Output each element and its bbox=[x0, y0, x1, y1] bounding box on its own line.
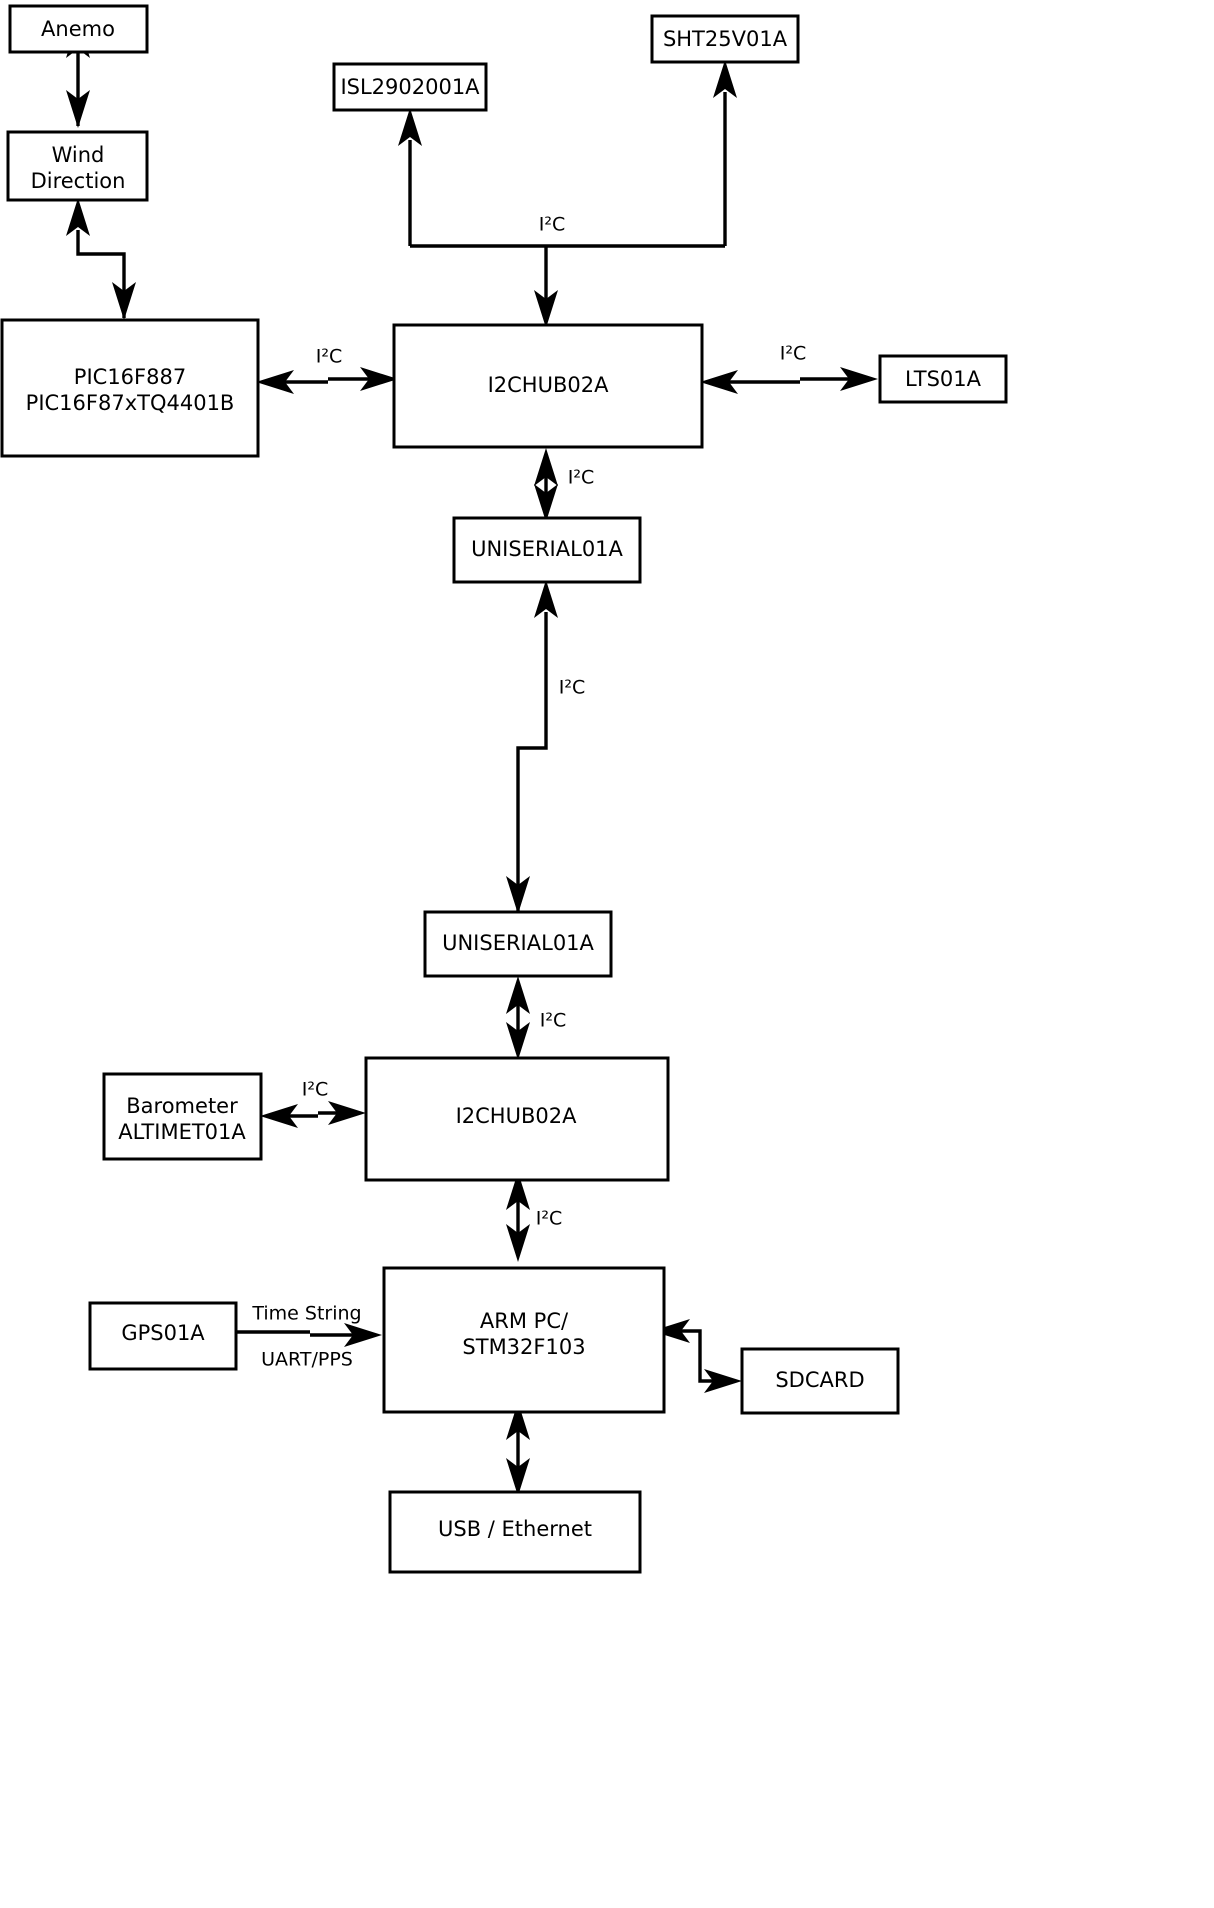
edge-gps-arm bbox=[236, 1323, 382, 1347]
node-uniserial01a-bottom-label: UNISERIAL01A bbox=[442, 931, 594, 955]
node-barometer-label-line1: Barometer bbox=[126, 1094, 238, 1118]
node-isl2902001a-label: ISL2902001A bbox=[340, 75, 480, 99]
edge-label-hub-arm: I²C bbox=[536, 1208, 563, 1230]
node-sht25v01a[interactable]: SHT25V01A bbox=[650, 14, 800, 64]
node-barometer-label-line2: ALTIMET01A bbox=[118, 1120, 246, 1144]
edge-unitop-unibottom bbox=[506, 580, 558, 914]
node-arm-pc-label-line2: STM32F103 bbox=[462, 1335, 585, 1359]
node-gps01a[interactable]: GPS01A bbox=[88, 1301, 238, 1371]
node-isl2902001a[interactable]: ISL2902001A bbox=[332, 62, 488, 112]
node-uniserial01a-top[interactable]: UNISERIAL01A bbox=[452, 516, 642, 584]
node-sdcard[interactable]: SDCARD bbox=[740, 1347, 900, 1415]
node-anemo[interactable]: Anemo bbox=[8, 4, 149, 54]
node-gps01a-label: GPS01A bbox=[121, 1321, 205, 1345]
node-usb-ethernet[interactable]: USB / Ethernet bbox=[388, 1490, 642, 1574]
edge-label-hub-sht: I²C bbox=[539, 214, 566, 236]
node-barometer[interactable]: Barometer ALTIMET01A bbox=[102, 1072, 263, 1161]
node-i2chub02a-top[interactable]: I2CHUB02A bbox=[392, 323, 704, 449]
edge-hubtop-lts bbox=[700, 367, 878, 394]
edge-pic-hubtop bbox=[256, 367, 398, 394]
node-arm-pc[interactable]: ARM PC/ STM32F103 bbox=[382, 1266, 666, 1414]
edge-label-uni-uni: I²C bbox=[559, 677, 586, 699]
edge-barometer-hubbottom bbox=[260, 1101, 366, 1128]
edge-arm-usb bbox=[506, 1402, 530, 1496]
node-pic-mcu[interactable]: PIC16F887 PIC16F87xTQ4401B bbox=[0, 318, 260, 458]
edge-arm-sdcard bbox=[652, 1319, 742, 1393]
edge-label-hub-uni-top: I²C bbox=[568, 467, 595, 489]
edge-hubtop-unitop bbox=[534, 448, 558, 522]
node-wind-direction-label-line1: Wind bbox=[52, 143, 105, 167]
node-wind-direction[interactable]: Wind Direction bbox=[6, 130, 149, 202]
edge-label-gps-uart-pps: UART/PPS bbox=[261, 1349, 353, 1371]
node-i2chub02a-top-label: I2CHUB02A bbox=[488, 373, 610, 397]
node-pic-mcu-label-line1: PIC16F887 bbox=[74, 365, 186, 389]
edge-label-pic-hub: I²C bbox=[316, 346, 343, 368]
node-lts01a[interactable]: LTS01A bbox=[878, 354, 1008, 404]
node-lts01a-label: LTS01A bbox=[905, 367, 982, 391]
edge-label-uni-hub-bottom: I²C bbox=[540, 1010, 567, 1032]
edge-label-baro-hub: I²C bbox=[302, 1079, 329, 1101]
edge-unibottom-hubbottom bbox=[506, 976, 530, 1060]
node-i2chub02a-bottom[interactable]: I2CHUB02A bbox=[364, 1056, 670, 1182]
node-wind-direction-label-line2: Direction bbox=[31, 169, 126, 193]
node-uniserial01a-top-label: UNISERIAL01A bbox=[471, 537, 623, 561]
node-i2chub02a-bottom-label: I2CHUB02A bbox=[456, 1104, 578, 1128]
node-usb-ethernet-label: USB / Ethernet bbox=[438, 1517, 592, 1541]
node-uniserial01a-bottom[interactable]: UNISERIAL01A bbox=[423, 910, 613, 978]
edge-label-gps-time-string: Time String bbox=[251, 1303, 361, 1325]
edge-label-hub-lts: I²C bbox=[780, 343, 807, 365]
edge-pic-wind bbox=[66, 198, 136, 320]
node-sdcard-label: SDCARD bbox=[775, 1368, 864, 1392]
node-anemo-label: Anemo bbox=[41, 17, 115, 41]
edge-hub-isl-sht-trunk bbox=[398, 60, 737, 328]
node-sht25v01a-label: SHT25V01A bbox=[663, 27, 788, 51]
node-pic-mcu-label-line2: PIC16F87xTQ4401B bbox=[26, 391, 235, 415]
node-arm-pc-label-line1: ARM PC/ bbox=[480, 1309, 569, 1333]
edge-hubbottom-arm bbox=[506, 1172, 530, 1262]
